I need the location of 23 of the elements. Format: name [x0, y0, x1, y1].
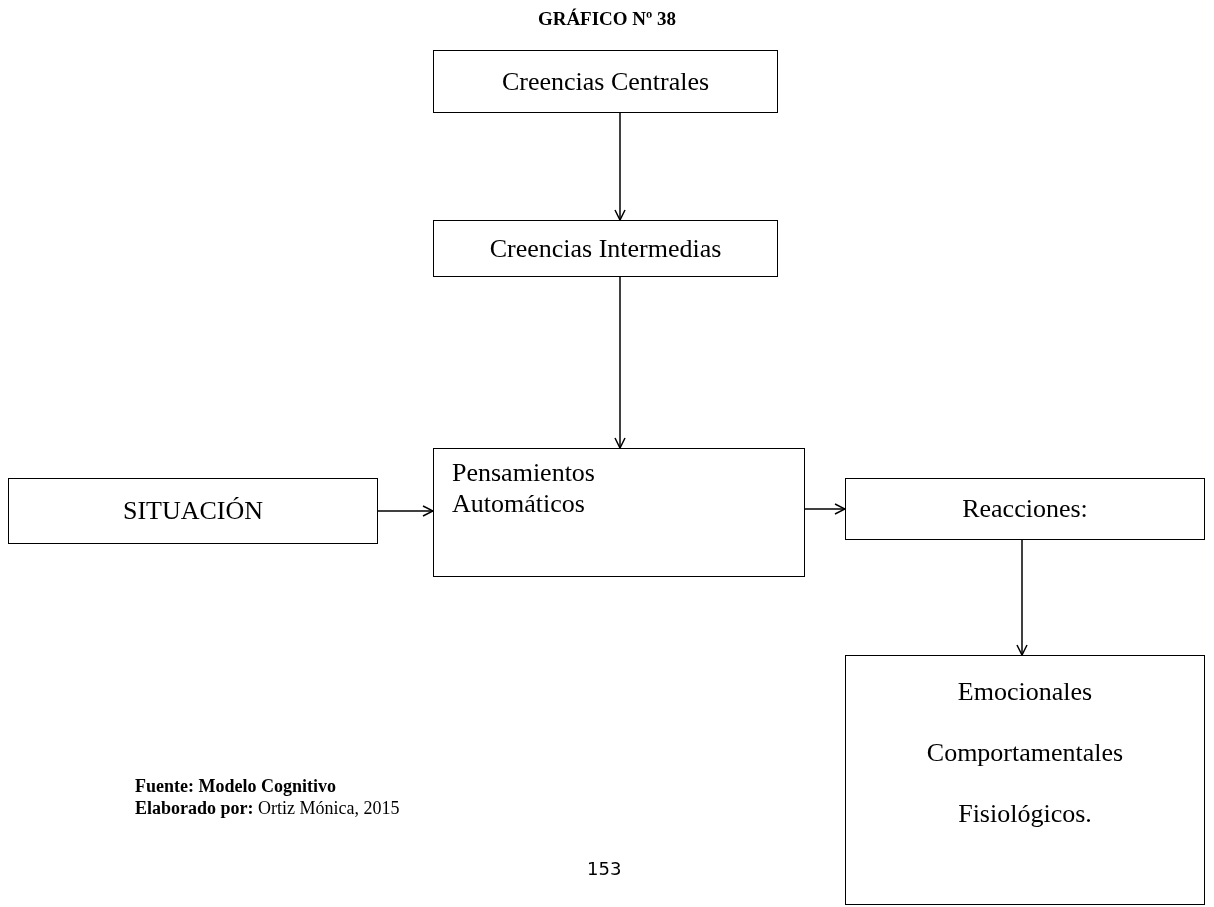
box-text: Pensamientos Automáticos — [452, 457, 596, 520]
box-text: Reacciones: — [962, 493, 1088, 525]
arrow — [377, 505, 434, 517]
source-note: Elaborado por: Ortiz Mónica, 2015 — [135, 798, 400, 819]
process-box — [433, 448, 805, 577]
page-number: 153 — [587, 858, 622, 879]
diagram-title: GRÁFICO Nº 38 — [536, 8, 678, 30]
process-box — [8, 478, 378, 544]
arrow — [804, 503, 846, 515]
box-text: Creencias Intermedias — [489, 232, 722, 265]
arrow — [614, 276, 626, 449]
process-box — [433, 50, 778, 113]
source-note: Fuente: Modelo Cognitivo — [135, 776, 336, 797]
process-box — [433, 220, 778, 277]
box-text: Comportamentales — [926, 737, 1124, 769]
box-text: Emocionales — [957, 676, 1093, 708]
process-box — [845, 655, 1205, 905]
arrow — [614, 112, 626, 221]
box-text: SITUACIÓN — [122, 495, 264, 527]
box-text: Creencias Centrales — [501, 65, 710, 98]
arrow — [1016, 539, 1028, 656]
box-text: Fisiológicos. — [958, 798, 1092, 830]
process-box — [845, 478, 1205, 540]
